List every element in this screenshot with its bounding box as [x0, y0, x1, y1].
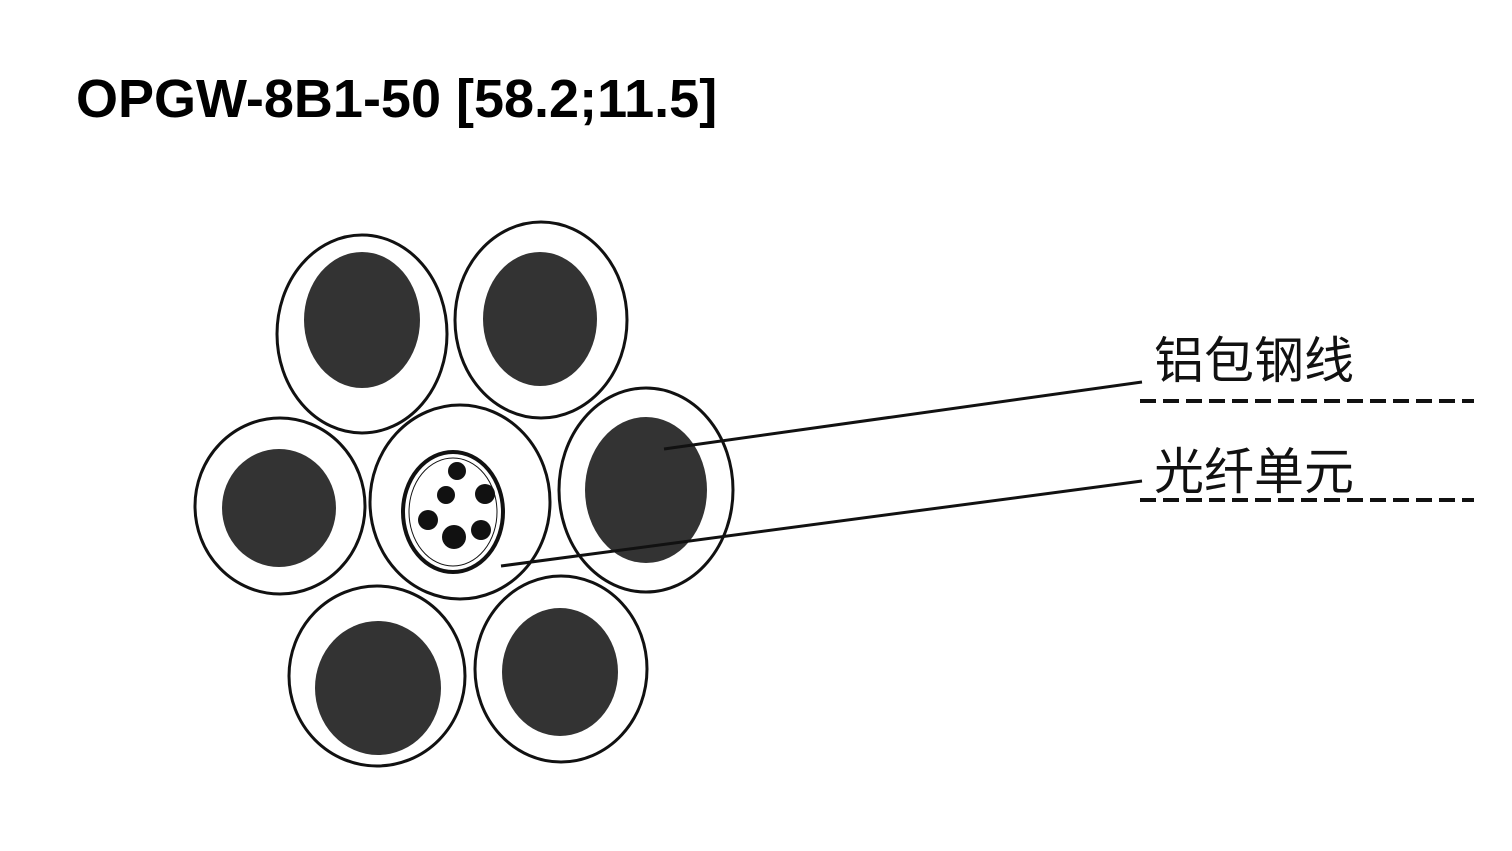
- label-aluminum-clad-steel-wire: 铝包钢线: [1154, 332, 1354, 390]
- optical-fiber: [442, 525, 466, 549]
- label-optical-fiber-unit: 光纤单元: [1154, 443, 1354, 501]
- optical-fiber: [437, 486, 455, 504]
- page-title: OPGW-8B1-50 [58.2;11.5]: [76, 69, 718, 129]
- aluminum-clad-steel-wire: [557, 386, 735, 594]
- aluminum-clad-steel-wire: [193, 416, 367, 596]
- leader-line-optical-unit: [500, 479, 1143, 568]
- leader-line-aluminum-clad-steel: [663, 380, 1143, 451]
- optical-fiber: [475, 484, 495, 504]
- aluminum-clad-steel-wire: [473, 574, 649, 764]
- optical-fiber: [448, 462, 466, 480]
- optical-fiber: [418, 510, 438, 530]
- aluminum-clad-steel-wire: [275, 233, 449, 435]
- optical-fiber-unit: [368, 403, 552, 601]
- aluminum-clad-steel-wire: [287, 584, 467, 768]
- aluminum-clad-steel-wire: [453, 220, 629, 420]
- optical-fiber: [471, 520, 491, 540]
